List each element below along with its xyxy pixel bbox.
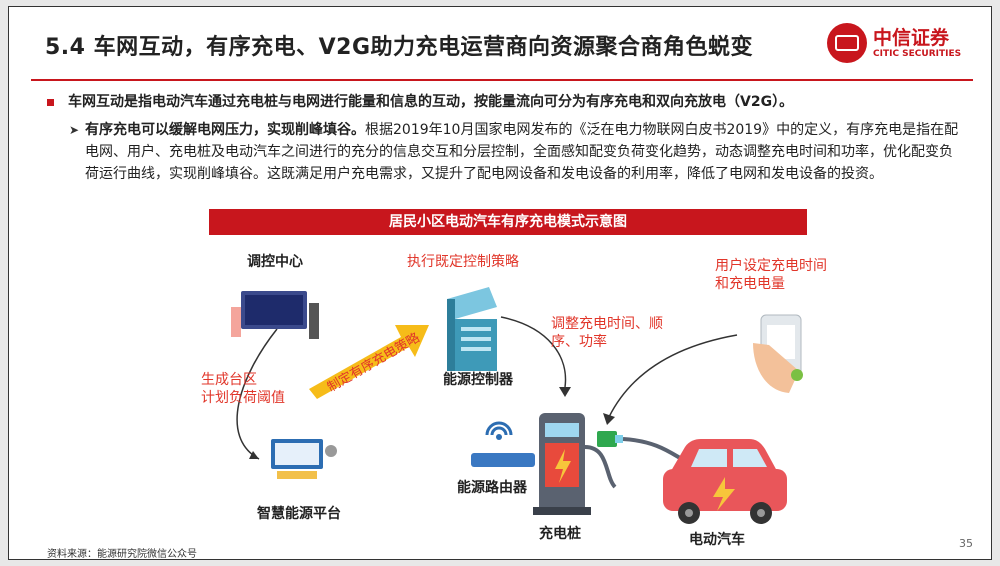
diagram-graphics [231, 287, 803, 524]
bullet-sub-lead: 有序充电可以缓解电网压力，实现削峰填谷。 [85, 122, 365, 138]
title-divider [31, 79, 973, 81]
dispatch-center-label: 调控中心 [247, 254, 303, 270]
gen-area-label-1: 生成台区 [201, 372, 257, 388]
bullet-main: 车网互动是指电动汽车通过充电桩与电网进行能量和信息的互动，按能量流向可分为有序充… [47, 91, 967, 111]
dispatch-to-platform-curve [236, 328, 278, 460]
energy-controller-label: 能源控制器 [443, 372, 513, 388]
phone-to-plug-curve [608, 334, 738, 418]
user-set-label-1: 用户设定充电时间 [715, 258, 827, 274]
citic-logo: 中信证券 CITIC SECURITIES [827, 21, 977, 71]
smart-platform-label: 智慧能源平台 [257, 506, 341, 522]
adjust-label-1: 调整充电时间、顺 [551, 316, 663, 332]
charger-illustration [533, 413, 623, 515]
arrow-bullet-icon: ➤ [69, 123, 80, 137]
diagram-banner: 居民小区电动汽车有序充电模式示意图 [209, 209, 807, 235]
controller-to-charger-curve [500, 316, 567, 388]
execute-strategy-label: 执行既定控制策略 [407, 254, 519, 270]
slide: 5.4 车网互动，有序充电、V2G助力充电运营商向资源聚合商角色蜕变 中信证券 … [8, 6, 992, 560]
bullet-main-text: 车网互动是指电动汽车通过充电桩与电网进行能量和信息的互动，按能量流向可分为有序充… [68, 94, 794, 110]
router-illustration [471, 421, 535, 467]
bullet-sub-text: 根据2019年10月国家电网发布的《泛在电力物联网白皮书2019》中的定义，有序… [85, 122, 959, 182]
citic-logo-mark [827, 23, 867, 63]
adjust-label-2: 序、功率 [551, 334, 607, 350]
router-label: 能源路由器 [457, 480, 527, 496]
square-bullet-icon [47, 98, 54, 106]
bullet-sub: ➤ 有序充电可以缓解电网压力，实现削峰填谷。根据2019年10月国家电网发布的《… [69, 119, 965, 185]
page-title: 5.4 车网互动，有序充电、V2G助力充电运营商向资源聚合商角色蜕变 [45, 35, 754, 60]
dispatch-arrowhead-icon [249, 451, 259, 459]
smart-platform-illustration [271, 439, 337, 479]
gen-area-label-2: 计划负荷阈值 [201, 390, 285, 406]
ev-car-illustration [663, 439, 787, 524]
page-number: 35 [959, 537, 973, 550]
controller-arrowhead-icon [559, 387, 571, 397]
source-footnote: 资料来源：能源研究院微信公众号 [47, 549, 197, 560]
charger-label: 充电桩 [539, 526, 581, 542]
phone-arrowhead-icon [603, 413, 615, 425]
ev-label: 电动汽车 [689, 532, 745, 548]
logo-en-text: CITIC SECURITIES [873, 49, 962, 59]
dispatch-center-illustration [231, 291, 319, 339]
logo-cn-text: 中信证券 [873, 27, 950, 49]
strategy-arrow-shape [309, 325, 429, 399]
phone-hand-illustration [753, 314, 803, 393]
energy-controller-illustration [447, 287, 497, 371]
user-set-label-2: 和充电电量 [715, 276, 785, 292]
